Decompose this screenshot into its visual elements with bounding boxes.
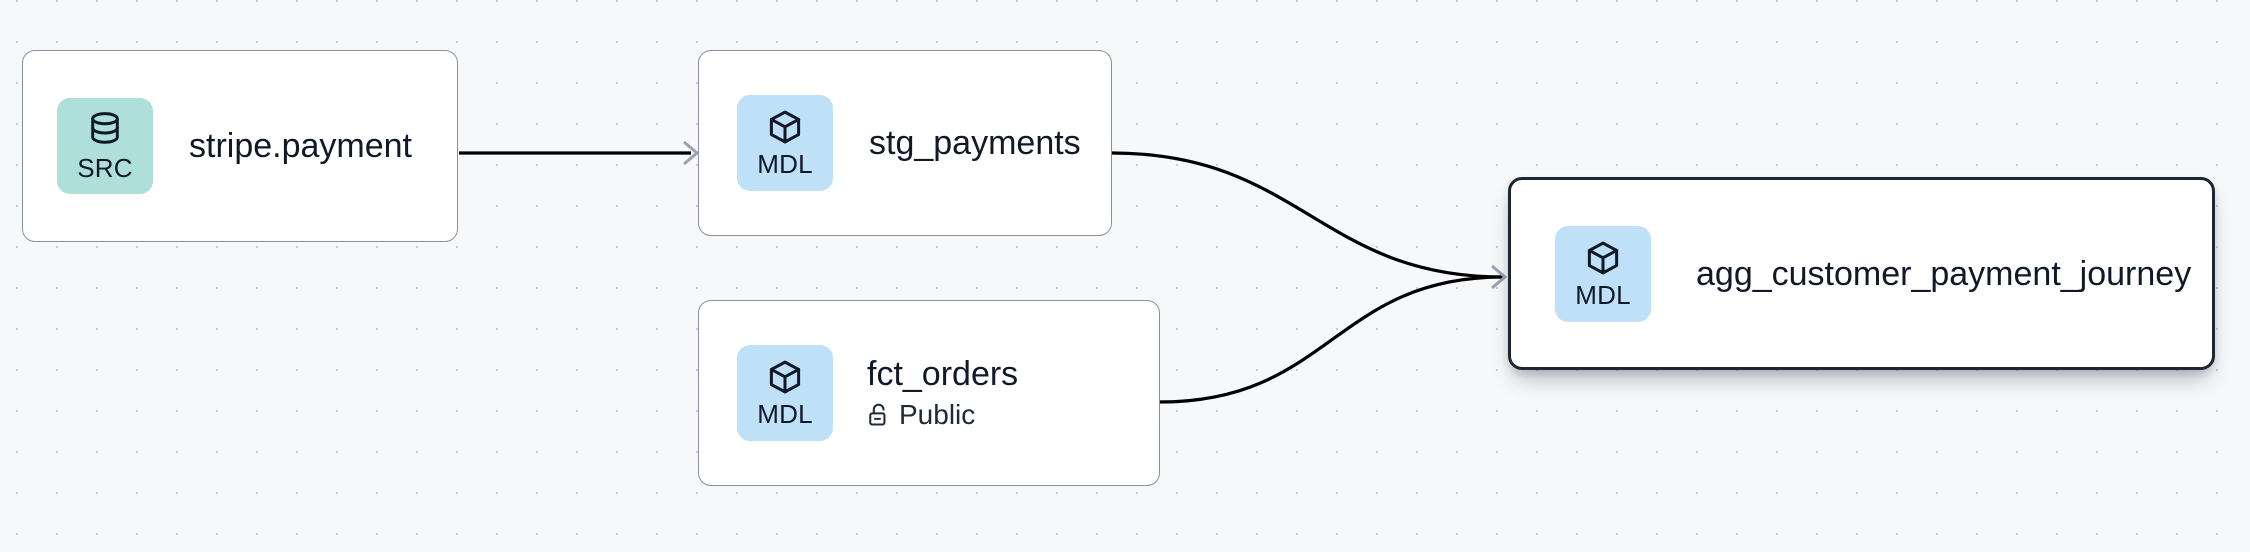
node-type-badge-mdl: MDL	[737, 95, 833, 191]
node-text-block: agg_customer_payment_journey	[1696, 254, 2191, 294]
lineage-node-stripe-payment[interactable]: SRC stripe.payment	[22, 50, 458, 242]
cube-icon	[1584, 239, 1622, 277]
edge-fct-orders-to-agg	[1158, 275, 1505, 404]
arrowhead-2	[1491, 264, 1508, 290]
badge-label: MDL	[1575, 279, 1631, 310]
node-title: agg_customer_payment_journey	[1696, 254, 2192, 293]
node-type-badge-mdl: MDL	[1555, 225, 1651, 322]
unlock-icon	[867, 402, 891, 428]
visibility-label: Public	[899, 399, 976, 430]
node-text-block: stripe.payment	[189, 126, 412, 166]
lineage-node-stg-payments[interactable]: MDL stg_payments	[698, 50, 1112, 236]
badge-label: MDL	[757, 149, 813, 179]
database-icon	[86, 111, 124, 151]
node-title: stripe.payment	[189, 127, 412, 165]
node-type-badge-mdl: MDL	[737, 345, 833, 441]
badge-label: SRC	[77, 152, 133, 183]
node-visibility: Public	[867, 398, 1018, 432]
badge-label: MDL	[757, 399, 813, 429]
cube-icon	[766, 358, 804, 396]
node-title: fct_orders	[867, 355, 1019, 393]
node-text-block: fct_orders Public	[867, 354, 1018, 432]
lineage-node-agg-customer-payment-journey[interactable]: MDL agg_customer_payment_journey	[1508, 177, 2215, 370]
node-title: stg_payments	[869, 124, 1081, 162]
arrowhead-1	[683, 140, 700, 166]
edge-stg-payments-to-agg	[1110, 151, 1505, 279]
cube-icon	[766, 108, 804, 146]
node-type-badge-src: SRC	[57, 98, 153, 194]
node-text-block: stg_payments	[869, 123, 1081, 163]
lineage-node-fct-orders[interactable]: MDL fct_orders Public	[698, 300, 1160, 486]
